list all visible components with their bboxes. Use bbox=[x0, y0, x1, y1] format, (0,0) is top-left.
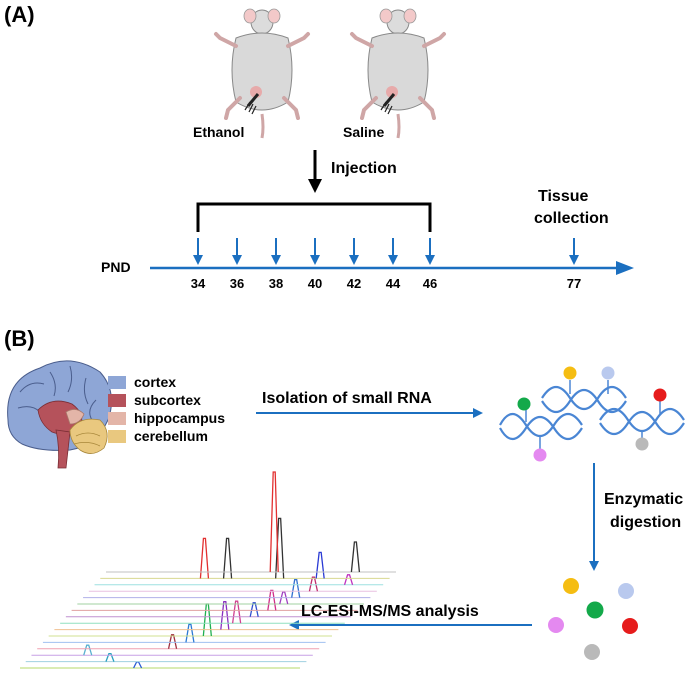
legend-item-cerebellum: cerebellum bbox=[108, 428, 208, 444]
tick-label-34: 34 bbox=[190, 276, 206, 291]
enzymatic-label-line1: Enzymatic bbox=[604, 491, 684, 508]
chromatogram-peak bbox=[267, 589, 277, 611]
legend-label-cortex: cortex bbox=[134, 374, 177, 390]
legend-label-subcortex: subcortex bbox=[134, 392, 201, 408]
legend-swatch-cerebellum bbox=[108, 429, 126, 443]
brain-icon bbox=[7, 360, 113, 469]
nucleotide-lightblue bbox=[601, 366, 615, 380]
chromatogram-peak bbox=[220, 600, 230, 630]
panel-b-label: (B) bbox=[4, 326, 35, 351]
chromatogram-peak bbox=[343, 574, 354, 585]
nucleotide-green bbox=[517, 397, 531, 411]
mouse-saline-icon bbox=[350, 8, 446, 139]
chromatogram-peak bbox=[83, 644, 93, 656]
tick-label-46: 46 bbox=[422, 276, 438, 291]
chromatogram-peak bbox=[308, 576, 319, 592]
legend-swatch-hippocampus bbox=[108, 411, 126, 425]
legend-label-cerebellum: cerebellum bbox=[134, 428, 208, 444]
legend-item-subcortex: subcortex bbox=[108, 392, 201, 408]
tissue-label-line2: collection bbox=[534, 210, 609, 227]
legend-item-cortex: cortex bbox=[108, 374, 176, 390]
free-nucleotides-icon bbox=[548, 578, 638, 660]
tick-label-36: 36 bbox=[229, 276, 245, 291]
chromatogram-peak bbox=[185, 623, 195, 643]
free-nucleotide-green bbox=[586, 601, 604, 619]
chromatogram-peak bbox=[350, 541, 361, 573]
chromatogram-peak bbox=[199, 537, 210, 579]
mouse-ethanol-icon bbox=[214, 8, 310, 139]
free-nucleotide-yellow bbox=[563, 578, 579, 594]
nucleotide-red bbox=[653, 388, 667, 402]
chromatogram-peak bbox=[269, 471, 279, 573]
tick-label-38: 38 bbox=[268, 276, 284, 291]
panel-a-label: (A) bbox=[4, 2, 35, 27]
legend-swatch-subcortex bbox=[108, 393, 126, 407]
tick-label-42: 42 bbox=[346, 276, 362, 291]
lcms-label: LC-ESI-MS/MS analysis bbox=[301, 603, 479, 620]
saline-label: Saline bbox=[343, 124, 385, 140]
chromatogram-stack-icon bbox=[20, 471, 396, 669]
ethanol-label: Ethanol bbox=[193, 124, 245, 140]
injection-bracket bbox=[196, 202, 432, 232]
pnd-axis-label: PND bbox=[101, 259, 131, 275]
injection-day-arrows bbox=[193, 238, 579, 265]
legend-swatch-cortex bbox=[108, 375, 126, 389]
nucleotide-violet bbox=[533, 448, 547, 462]
legend-item-hippocampus: hippocampus bbox=[108, 410, 225, 426]
chromatogram-peak bbox=[202, 603, 212, 637]
tick-label-44: 44 bbox=[385, 276, 401, 291]
chromatogram-peak bbox=[133, 661, 143, 669]
enzymatic-label-line2: digestion bbox=[610, 514, 682, 531]
isolation-label: Isolation of small RNA bbox=[262, 390, 432, 407]
nucleotide-yellow bbox=[563, 366, 577, 380]
chromatogram-peak bbox=[105, 652, 115, 662]
chromatogram-peak bbox=[167, 634, 178, 649]
legend-label-hippocampus: hippocampus bbox=[134, 410, 226, 426]
tick-label-77: 77 bbox=[566, 276, 582, 291]
chromatogram-peak bbox=[291, 578, 301, 598]
rna-strands-icon bbox=[499, 380, 685, 450]
free-nucleotide-red bbox=[622, 618, 638, 634]
chromatogram-peak bbox=[249, 602, 259, 617]
tick-label-40: 40 bbox=[307, 276, 323, 291]
free-nucleotide-violet bbox=[548, 617, 564, 633]
chromatogram-peak bbox=[315, 551, 325, 579]
chromatogram-peak bbox=[222, 537, 233, 579]
free-nucleotide-gray bbox=[584, 644, 600, 660]
rna-nucleotide-dots bbox=[517, 366, 667, 462]
free-nucleotide-lightblue bbox=[618, 583, 634, 599]
chromatogram-peak bbox=[231, 600, 242, 624]
injection-label: Injection bbox=[331, 160, 397, 177]
nucleotide-gray bbox=[635, 437, 649, 451]
tissue-label-line1: Tissue bbox=[538, 188, 589, 205]
